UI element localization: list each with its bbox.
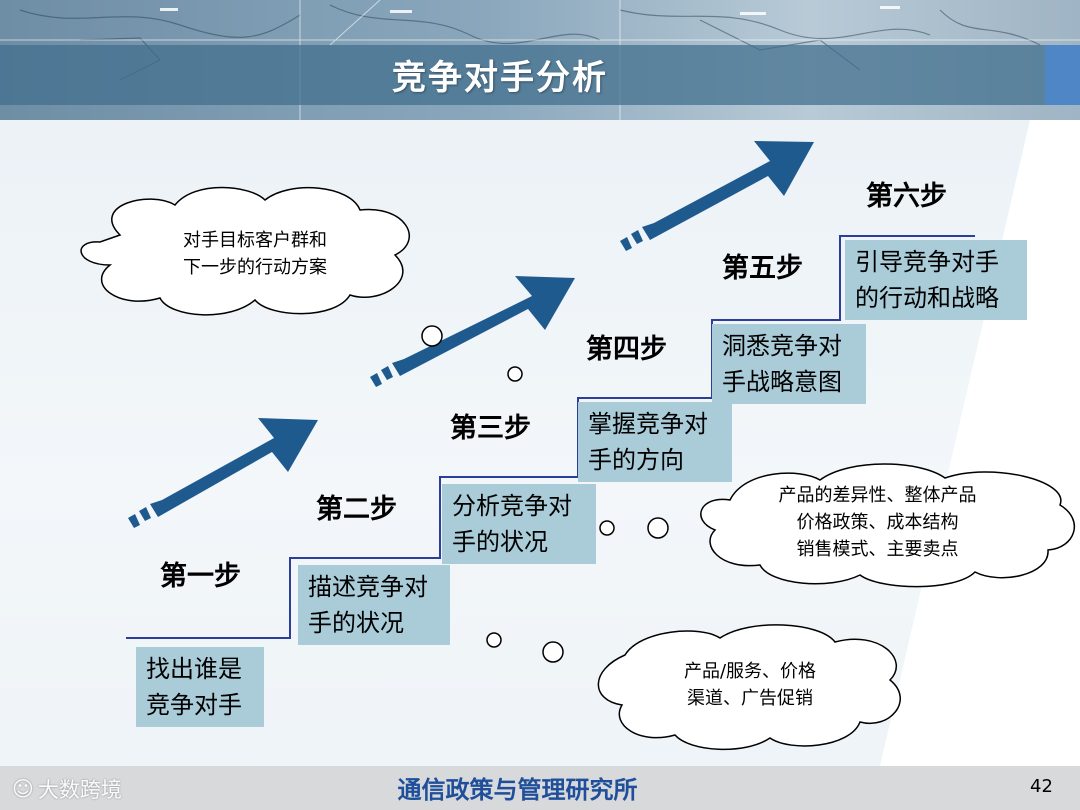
cloud-callout-top-left <box>80 186 410 316</box>
thought-bubble <box>647 517 669 539</box>
thought-bubble <box>486 632 502 648</box>
step-3-label: 第三步 <box>450 413 531 444</box>
watermark-text: 大数跨境 <box>37 778 122 802</box>
step-2-label: 第二步 <box>316 494 397 525</box>
step-2-text-line1: 描述竞争对 <box>308 573 428 601</box>
step-1-box: 找出谁是 竞争对手 <box>136 647 264 727</box>
step-5-text-line2: 手战略意图 <box>722 368 842 396</box>
step-4-text-line1: 掌握竞争对 <box>588 410 708 438</box>
step-5-box: 洞悉竞争对 手战略意图 <box>712 324 866 404</box>
step-5-label: 第五步 <box>722 253 803 284</box>
footer-organization: 通信政策与管理研究所 <box>397 776 638 804</box>
step-1-text-line2: 竞争对手 <box>146 691 242 719</box>
step-1-label: 第一步 <box>160 561 241 592</box>
step-6-text-line1: 引导竞争对手 <box>855 248 999 276</box>
watermark: ☺ 大数跨境 <box>12 774 122 804</box>
step-6-box: 引导竞争对手 的行动和战略 <box>845 240 1027 320</box>
watermark-logo-icon: ☺ <box>12 777 34 801</box>
rising-arrow-2 <box>370 276 575 387</box>
page-number: 42 <box>1030 776 1053 797</box>
thought-bubble <box>421 325 443 347</box>
title-band <box>0 45 1045 105</box>
cloud-callout-right <box>700 463 1076 588</box>
footer-bar <box>0 766 1080 810</box>
step-3-text-line1: 分析竞争对 <box>452 492 572 520</box>
cloud-top-left-text: 对手目标客户群和 下一步的行动方案 <box>183 230 327 278</box>
rising-arrow-1 <box>128 418 318 528</box>
step-2-box: 描述竞争对 手的状况 <box>298 565 450 645</box>
cloud-bottom-text: 产品/服务、价格 渠道、广告促销 <box>683 661 817 709</box>
step-4-label: 第四步 <box>586 334 667 365</box>
title-accent-block <box>1045 45 1080 105</box>
step-6-label: 第六步 <box>866 181 947 212</box>
thought-bubble <box>542 641 564 663</box>
thought-bubble <box>507 366 523 382</box>
step-5-text-line1: 洞悉竞争对 <box>722 332 842 360</box>
page-title: 竞争对手分析 <box>392 58 608 98</box>
step-4-text-line2: 手的方向 <box>588 446 684 474</box>
step-3-text-line2: 手的状况 <box>452 528 548 556</box>
step-4-box: 掌握竞争对 手的方向 <box>578 402 732 482</box>
step-3-box: 分析竞争对 手的状况 <box>442 484 596 564</box>
cloud-callout-bottom <box>597 624 901 751</box>
step-1-text-line1: 找出谁是 <box>146 655 242 683</box>
rising-arrow-3 <box>620 141 814 251</box>
step-2-text-line2: 手的状况 <box>308 609 404 637</box>
cloud-right-text: 产品的差异性、整体产品 价格政策、成本结构 销售模式、主要卖点 <box>778 485 977 560</box>
step-6-text-line2: 的行动和战略 <box>855 284 999 312</box>
thought-bubble <box>599 520 615 536</box>
